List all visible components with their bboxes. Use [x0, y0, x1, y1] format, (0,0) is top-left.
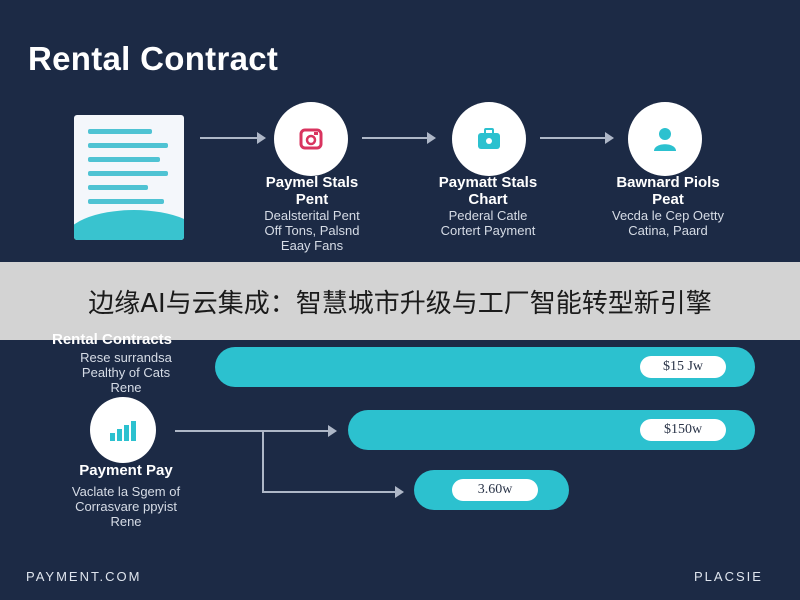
flow-arrow [540, 132, 614, 144]
payment-pay-description: Vaclate la Sgem of Corrasvare ppyist Ren… [71, 484, 181, 529]
footer-left-text: PAYMENT.COM [26, 569, 142, 584]
step-2-icon-circle [452, 102, 526, 176]
document-illustration [74, 115, 184, 240]
connector-arrow [262, 486, 404, 498]
rental-contracts-description: Rese surrandsa Pealthy of Cats Rene [80, 350, 172, 395]
user-icon [654, 128, 676, 151]
progress-bar-2-label: $150w [640, 419, 726, 441]
page-title: Rental Contract [28, 40, 279, 77]
flow-arrow [362, 132, 436, 144]
headline-banner: 边缘AI与云集成：智慧城市升级与工厂智能转型新引擎 [0, 262, 800, 340]
connector-arrow [175, 425, 337, 437]
bar-chart-icon [110, 421, 136, 441]
step-3-icon-circle [628, 102, 702, 176]
step-3-description: Vecda le Cep Oetty Catina, Paard [611, 208, 724, 238]
flow-arrow [200, 132, 266, 144]
connector-vertical [262, 430, 264, 492]
briefcase-icon [478, 128, 500, 149]
progress-bar-3-label: 3.60w [452, 479, 538, 501]
step-2-title: Paymatt Stals Chart [438, 174, 538, 208]
chart-icon-circle [90, 397, 156, 463]
step-2-description: Pederal Catle Cortert Payment [440, 208, 536, 238]
banner-text: 边缘AI与云集成：智慧城市升级与工厂智能转型新引擎 [88, 288, 712, 319]
step-1-title: Paymel Stals Pent [265, 174, 359, 208]
step-1-icon-circle [274, 102, 348, 176]
payment-pay-title: Payment Pay [79, 462, 173, 479]
rental-contracts-title: Rental Contracts [52, 331, 173, 348]
step-3-title: Bawnard Piols Peat [616, 174, 720, 208]
step-1-description: Dealsterital Pent Off Tons, Palsnd Eaay … [264, 208, 360, 253]
progress-bar-1-label: $15 Jw [640, 356, 726, 378]
footer-right-text: PLACSIE [694, 569, 763, 584]
camera-icon [299, 128, 323, 150]
